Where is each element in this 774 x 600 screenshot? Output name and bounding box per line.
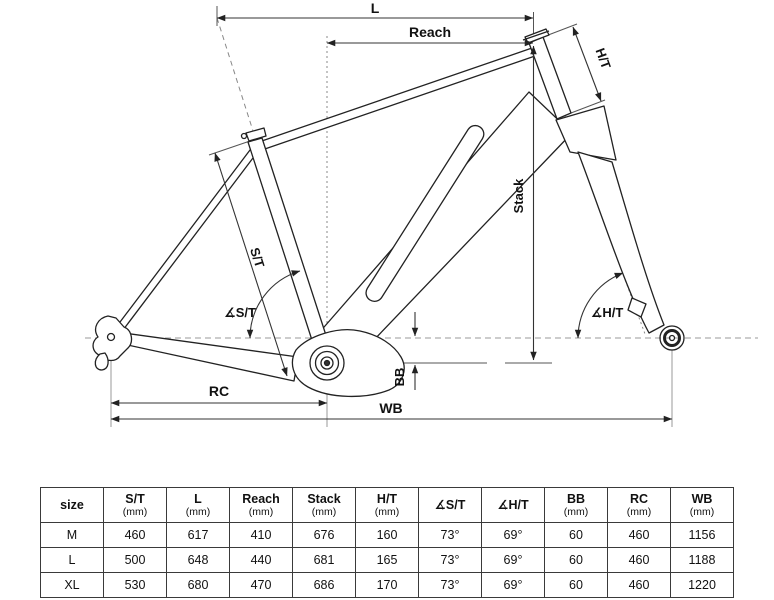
bike-geometry-svg: L Reach H/T Stack S/T ∡S/T ∡H/T BB RC WB (85, 0, 758, 427)
header-cell-size: size (40, 487, 104, 523)
value-cell: 1188 (670, 547, 734, 573)
label-reach: Reach (409, 24, 451, 40)
value-cell: 73° (418, 522, 482, 548)
fork-brake-tab (627, 297, 647, 318)
rear-axle (106, 332, 116, 342)
header-row: size S/T(mm) L(mm) Reach(mm) Stack(mm) H… (40, 487, 734, 523)
value-cell: 530 (103, 572, 167, 598)
header-cell-st-angle: ∡S/T (418, 487, 482, 523)
value-cell: 410 (229, 522, 293, 548)
value-cell: 676 (292, 522, 356, 548)
value-cell: 60 (544, 547, 608, 573)
value-cell: 648 (166, 547, 230, 573)
value-cell: 69° (481, 522, 545, 548)
fork-crown (555, 105, 617, 161)
header-cell-l: L(mm) (166, 487, 230, 523)
value-cell: 460 (607, 572, 671, 598)
value-cell: 60 (544, 572, 608, 598)
header-cell-ht-angle: ∡H/T (481, 487, 545, 523)
value-cell: 470 (229, 572, 293, 598)
value-cell: 69° (481, 572, 545, 598)
table-row-xl: XL 530 680 470 686 170 73° 69° 60 460 12… (40, 572, 734, 598)
value-cell: 1156 (670, 522, 734, 548)
value-cell: 60 (544, 522, 608, 548)
ht-bottom-extension (570, 99, 606, 114)
stem-cap (522, 30, 550, 41)
label-wb: WB (379, 400, 402, 416)
size-cell: L (40, 547, 104, 573)
value-cell: 617 (166, 522, 230, 548)
header-cell-wb: WB(mm) (670, 487, 734, 523)
header-cell-reach: Reach(mm) (229, 487, 293, 523)
header-cell-stack: Stack(mm) (292, 487, 356, 523)
dim-st (214, 152, 288, 377)
size-cell: M (40, 522, 104, 548)
bike-frame (92, 28, 685, 398)
derailleur-hanger (94, 352, 109, 371)
label-stack: Stack (511, 178, 526, 213)
value-cell: 680 (166, 572, 230, 598)
dim-st-angle-arc (246, 270, 301, 339)
dimension-labels: L Reach H/T Stack S/T ∡S/T ∡H/T BB RC WB (209, 0, 623, 416)
frame-geometry-diagram: L Reach H/T Stack S/T ∡S/T ∡H/T BB RC WB (85, 0, 758, 427)
value-cell: 440 (229, 547, 293, 573)
seat-clamp (245, 127, 267, 142)
value-cell: 681 (292, 547, 356, 573)
label-bb: BB (392, 368, 407, 387)
dim-ht (572, 26, 602, 102)
value-cell: 1220 (670, 572, 734, 598)
header-cell-st: S/T(mm) (103, 487, 167, 523)
value-cell: 73° (418, 547, 482, 573)
chainring (309, 345, 345, 381)
value-cell: 160 (355, 522, 419, 548)
header-cell-bb: BB(mm) (544, 487, 608, 523)
seat-clamp-bolt (240, 132, 248, 140)
label-ht-angle: ∡H/T (591, 305, 624, 320)
label-rc: RC (209, 383, 229, 399)
fork-blade (577, 151, 665, 334)
dimension-lines (110, 14, 673, 423)
header-cell-rc: RC(mm) (607, 487, 671, 523)
st-top-extension (208, 140, 251, 156)
table-row-l: L 500 648 440 681 165 73° 69° 60 460 118… (40, 547, 734, 573)
size-cell: XL (40, 572, 104, 598)
label-L: L (371, 0, 380, 16)
value-cell: 460 (607, 522, 671, 548)
value-cell: 170 (355, 572, 419, 598)
geometry-table-wrap: size S/T(mm) L(mm) Reach(mm) Stack(mm) H… (40, 487, 734, 598)
value-cell: 460 (607, 547, 671, 573)
geometry-table: size S/T(mm) L(mm) Reach(mm) Stack(mm) H… (40, 487, 734, 598)
label-st: S/T (247, 246, 268, 270)
value-cell: 165 (355, 547, 419, 573)
label-st-angle: ∡S/T (224, 305, 256, 320)
header-cell-ht: H/T(mm) (355, 487, 419, 523)
chain-stay (122, 332, 299, 382)
dim-ht-angle-arc (574, 272, 624, 339)
value-cell: 69° (481, 547, 545, 573)
label-ht: H/T (593, 46, 614, 71)
motor-housing (291, 329, 405, 398)
front-hub (659, 325, 685, 351)
value-cell: 460 (103, 522, 167, 548)
table-row-m: M 460 617 410 676 160 73° 69° 60 460 115… (40, 522, 734, 548)
value-cell: 73° (418, 572, 482, 598)
value-cell: 686 (292, 572, 356, 598)
value-cell: 500 (103, 547, 167, 573)
battery-panel (365, 124, 485, 302)
